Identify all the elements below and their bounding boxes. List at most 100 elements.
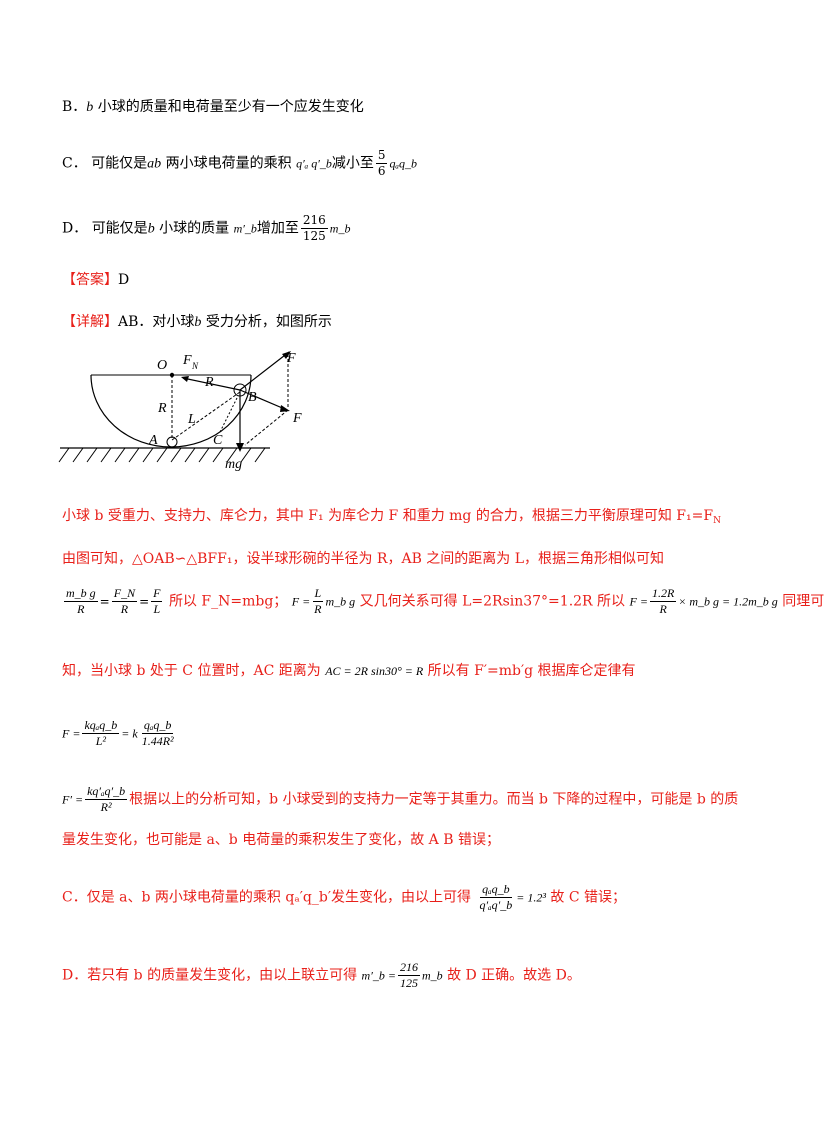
option-c-pre: 可能仅是 bbox=[91, 155, 148, 172]
option-b-text: 小球的质量和电荷量至少有一个应发生变化 bbox=[93, 99, 364, 115]
frac-den: R bbox=[314, 602, 322, 616]
frac-den: R bbox=[77, 602, 85, 616]
frac-num: kqₐq_b bbox=[82, 718, 120, 734]
eq4-mid: = k bbox=[121, 726, 138, 741]
para3: 知，当小球 b 处于 C 位置时，AC 距离为 AC = 2R sin30° =… bbox=[62, 661, 636, 681]
eq2-lhs: F = bbox=[291, 594, 311, 609]
para1-sub: N bbox=[713, 516, 721, 526]
frac-den: L bbox=[153, 602, 161, 616]
option-c-suffix: 减小至 bbox=[331, 155, 374, 172]
option-c-letter: C． bbox=[62, 155, 87, 172]
parallelogram-side-2 bbox=[244, 409, 289, 446]
eq2-tail: m_b g bbox=[325, 594, 356, 609]
frac-num: L bbox=[312, 586, 324, 602]
label-f1: F bbox=[292, 411, 302, 426]
eq1-text2: 又几何关系可得 L=2Rsin37°=1.2R 所以 bbox=[359, 593, 626, 610]
option-d-suffix: 增加至 bbox=[256, 220, 299, 237]
label-l: L bbox=[187, 412, 196, 427]
para1-text: 小球 b 受重力、支持力、库仑力，其中 F₁ 为库仑力 F 和重力 mg 的合力… bbox=[62, 508, 714, 524]
option-d-var: b bbox=[147, 221, 155, 237]
frac-den: 6 bbox=[377, 164, 386, 178]
eq1-text3: 同理可 bbox=[782, 593, 824, 610]
para2-text: 由图可知，△OAB∽△BFF₁，设半球形碗的半径为 R，AB 之间的距离为 L，… bbox=[62, 551, 665, 567]
frac-den: 125 bbox=[399, 976, 418, 990]
answer-value: D bbox=[118, 272, 130, 288]
option-d-letter: D． bbox=[62, 220, 88, 237]
option-b-letter: B． bbox=[62, 99, 87, 115]
para5-rhs: = 1.2³ bbox=[516, 890, 546, 905]
label-r-radius: R bbox=[157, 401, 167, 416]
label-c: C bbox=[213, 433, 223, 448]
frac-num: 216 bbox=[300, 213, 328, 229]
detail-text: AB．对小球 bbox=[118, 314, 195, 330]
para3-pre: 知，当小球 b 处于 C 位置时，AC 距离为 bbox=[62, 663, 321, 679]
detail-label: 【详解】 bbox=[62, 314, 118, 330]
force-diagram: O F N F R R B L F 1 A C mg bbox=[58, 351, 302, 472]
para5-pre: C．仅是 a、b 两小球电荷量的乘积 qₐ′q_b′发生变化，由以上可得 bbox=[62, 889, 472, 906]
option-c-expr: q′ₐ q′_b bbox=[296, 156, 332, 171]
para2: 由图可知，△OAB∽△BFF₁，设半球形碗的半径为 R，AB 之间的距离为 L，… bbox=[62, 549, 664, 569]
frac-den: L² bbox=[95, 734, 106, 748]
para3-expr: AC = 2R sin30° = R bbox=[325, 664, 424, 678]
line-bc bbox=[219, 395, 239, 433]
option-c-mid: 两小球电荷量的乘积 bbox=[161, 155, 292, 172]
para5: C．仅是 a、b 两小球电荷量的乘积 qₐ′q_b′发生变化，由以上可得 qₐq… bbox=[62, 882, 626, 913]
option-c-var: ab bbox=[147, 156, 162, 172]
gravity-arrowhead bbox=[236, 443, 244, 452]
frac-den: R bbox=[659, 602, 667, 616]
frac-den: R² bbox=[100, 800, 112, 814]
para4: 量发生变化，也可能是 a、b 电荷量的乘积发生了变化，故 A B 错误； bbox=[62, 830, 500, 850]
normal-force-arrowhead bbox=[181, 376, 189, 382]
option-d-pre: 可能仅是 bbox=[91, 220, 148, 237]
option-d-tail: m_b bbox=[329, 221, 351, 236]
normal-force-line bbox=[182, 377, 241, 391]
label-r-normal: R bbox=[204, 375, 214, 390]
detail-text2: 受力分析，如图所示 bbox=[201, 314, 332, 330]
answer-line: 【答案】D bbox=[62, 270, 129, 290]
distance-ab bbox=[171, 391, 241, 441]
para1: 小球 b 受重力、支持力、库仑力，其中 F₁ 为库仑力 F 和重力 mg 的合力… bbox=[62, 506, 721, 531]
ball-a bbox=[166, 436, 178, 448]
frac-num: qₐq_b bbox=[141, 718, 174, 734]
option-c-tail: qₐq_b bbox=[389, 156, 417, 171]
label-b: B bbox=[248, 390, 257, 405]
frac-den: R bbox=[120, 602, 129, 616]
coulomb-force-line bbox=[239, 351, 290, 391]
para6-tail: m_b bbox=[421, 968, 443, 983]
option-b-var: b bbox=[86, 100, 94, 115]
eq3-lhs: F = bbox=[629, 594, 648, 609]
frac-num: 216 bbox=[397, 960, 420, 976]
para6-post: 故 D 正确。故选 D。 bbox=[447, 967, 581, 984]
ground-hatching bbox=[58, 447, 266, 463]
eq5-lhs: F′ = bbox=[62, 792, 84, 807]
frac-num: qₐq_b bbox=[480, 882, 512, 898]
frac-num: F_N bbox=[111, 586, 138, 602]
eq5-text: 根据以上的分析可知，b 小球受到的支持力一定等于其重力。而当 b 下降的过程中，… bbox=[129, 791, 739, 808]
bowl-arc bbox=[90, 374, 252, 448]
detail-line: 【详解】AB．对小球b 受力分析，如图所示 bbox=[62, 312, 332, 333]
eq4-lhs: F = bbox=[62, 726, 81, 741]
para6-pre: D．若只有 b 的质量发生变化，由以上联立可得 bbox=[62, 967, 358, 984]
frac-num: kq′ₐq′_b bbox=[85, 784, 128, 800]
para4-text: 量发生变化，也可能是 a、b 电荷量的乘积发生了变化，故 A B 错误； bbox=[62, 832, 500, 848]
frac-den: 125 bbox=[302, 229, 326, 243]
eq1-text1: 所以 F_N=mbg； bbox=[168, 593, 288, 610]
para6-lhs: m′_b = bbox=[361, 968, 396, 983]
option-b: B．b 小球的质量和电荷量至少有一个应发生变化 bbox=[62, 97, 364, 118]
detail-var: b bbox=[194, 315, 202, 330]
eq3-tail: × m_b g = 1.2m_b g bbox=[678, 594, 778, 609]
label-mg: mg bbox=[225, 457, 242, 472]
frac-num: 5 bbox=[375, 148, 388, 164]
